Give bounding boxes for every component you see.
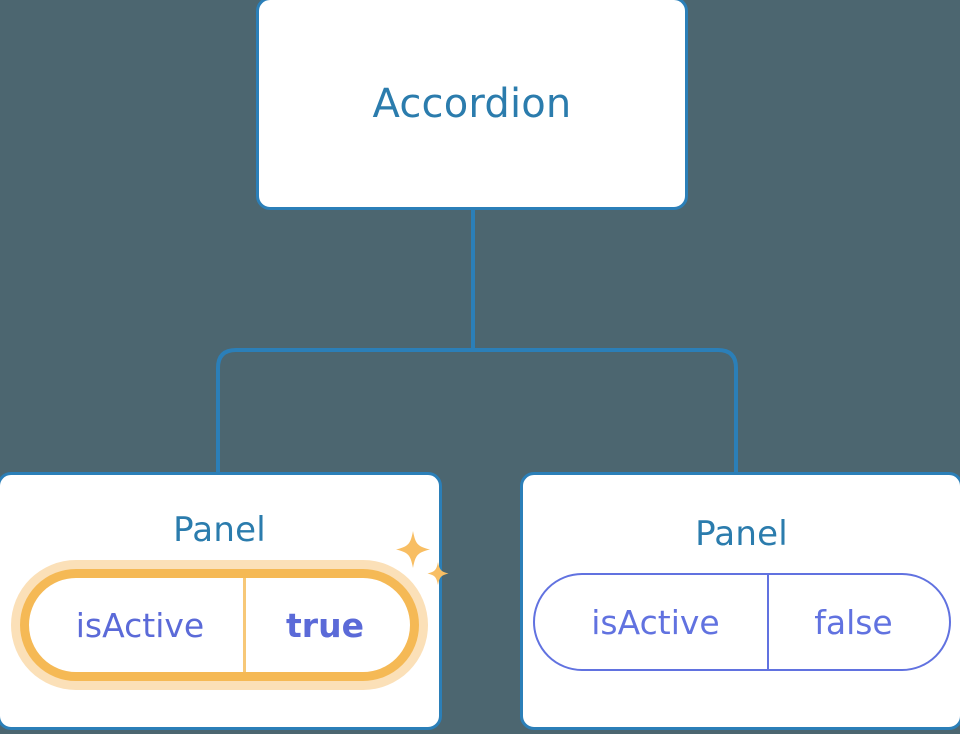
prop-value-label: true (243, 578, 410, 672)
prop-pill-wrapper-left: isActive true (20, 531, 449, 681)
prop-pill-isactive-true[interactable]: isActive true (20, 569, 419, 681)
node-panel-right[interactable]: Panel isActive false (520, 472, 960, 730)
prop-key-label: isActive (591, 602, 720, 642)
sparkle-icon (396, 531, 430, 568)
connector-to-left-panel (216, 348, 473, 474)
prop-value-label: false (766, 575, 949, 669)
connector-to-right-panel (473, 348, 738, 474)
node-panel-left-title: Panel (173, 510, 266, 550)
node-panel-right-title: Panel (695, 514, 788, 554)
node-accordion-title: Accordion (372, 80, 572, 127)
prop-pill-isactive-false[interactable]: isActive false (532, 573, 951, 671)
prop-pill-wrapper-right: isActive false (532, 573, 951, 671)
prop-key-label: isActive (75, 605, 205, 645)
node-accordion[interactable]: Accordion (256, 0, 688, 210)
node-panel-left[interactable]: Panel isActive true (0, 472, 449, 730)
